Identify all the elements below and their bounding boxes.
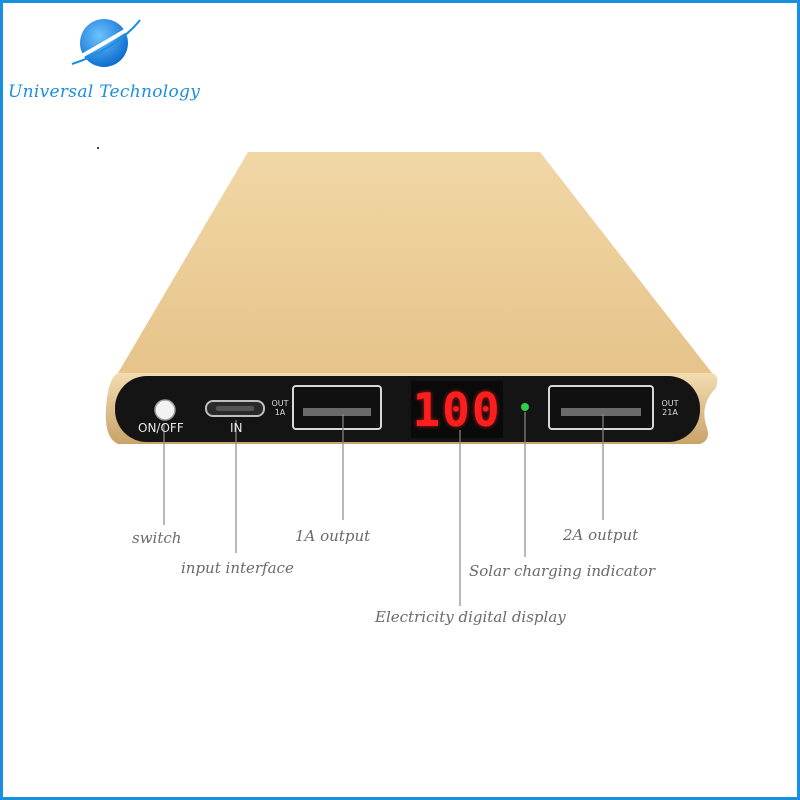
callout-display: Electricity digital display — [375, 608, 566, 626]
callout-input: input interface — [181, 559, 294, 577]
power-bank-top — [118, 152, 712, 373]
port-2a-label: OUT 21A — [661, 399, 679, 417]
callout-output-2a: 2A output — [563, 526, 639, 544]
brand-name: Universal Technology — [8, 82, 201, 102]
digital-display: 100 — [412, 382, 502, 437]
power-button — [154, 399, 176, 421]
globe-logo-icon — [71, 19, 141, 67]
lcd-panel — [411, 381, 503, 438]
solar-indicator-led — [521, 403, 529, 411]
usb-port-1a — [292, 385, 382, 430]
speck — [97, 147, 99, 149]
port-1a-label: OUT 1A — [271, 399, 289, 417]
usb-port-2a — [548, 385, 654, 430]
callout-output-1a: 1A output — [295, 527, 371, 545]
callout-switch: switch — [132, 529, 182, 547]
button-label: ON/OFF — [138, 421, 184, 435]
input-port-label: IN — [230, 421, 243, 435]
callout-solar: Solar charging indicator — [469, 562, 656, 580]
